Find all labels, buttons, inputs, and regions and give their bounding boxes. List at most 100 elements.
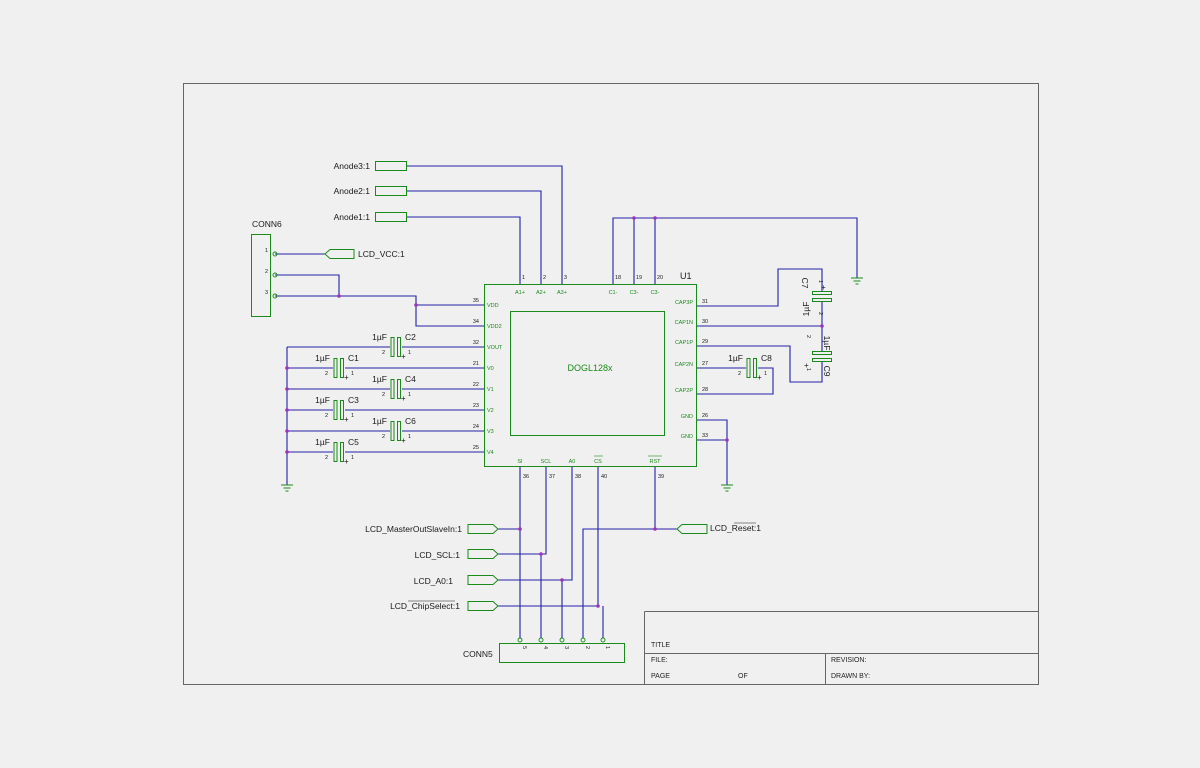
- capacitor-value: 1µF: [728, 353, 743, 363]
- title-block: TITLE FILE: REVISION: PAGE OF DRAWN BY:: [644, 611, 1039, 685]
- u1-pin-name: CS: [594, 459, 602, 465]
- capacitor-pin-number: 2: [325, 371, 328, 377]
- conn5-pin-number: 2: [584, 646, 590, 649]
- conn6-pins: 123: [265, 248, 278, 299]
- conn6-symbol[interactable]: CONN6 123: [251, 219, 283, 317]
- wire-cap2-c8: [697, 367, 774, 395]
- junction: [285, 387, 289, 391]
- conn5-pin-number: 4: [542, 646, 548, 649]
- u1-pin-number: 27: [702, 361, 708, 367]
- net-label-lcd-vcc[interactable]: LCD_VCC:1: [324, 249, 405, 259]
- junction: [285, 366, 289, 370]
- conn6-body: [251, 234, 271, 317]
- svg-text:LCD_SCL:1: LCD_SCL:1: [415, 550, 461, 560]
- wire-gnd-26: [697, 419, 728, 485]
- u1-pin-number: 31: [702, 299, 708, 305]
- u1-value: DOGL128x: [567, 363, 613, 373]
- net-label-reset[interactable]: LCD_Reset:1: [676, 522, 761, 534]
- capacitor-pin-number: 1: [764, 371, 767, 377]
- junction: [596, 604, 600, 608]
- capacitor-pin-number: 2: [382, 350, 385, 356]
- conn6-pin-number: 3: [265, 290, 268, 296]
- net-label-anode3[interactable]: Anode3:1: [334, 161, 407, 171]
- u1-pin-number: 21: [473, 361, 479, 367]
- svg-text:LCD_VCC:1: LCD_VCC:1: [358, 249, 405, 259]
- capacitor-ref: C5: [348, 437, 359, 447]
- net-label-mosi[interactable]: LCD_MasterOutSlaveIn:1: [365, 524, 499, 534]
- capacitor-pin-number: 1: [351, 413, 354, 419]
- conn5-pin: [580, 637, 586, 643]
- net-label-a0[interactable]: LCD_A0:1: [414, 575, 499, 587]
- u1-pin-name: C1-: [609, 290, 618, 296]
- u1-symbol[interactable]: DOGL128x U1 35VDD34VDD232VOUT21V022V123V…: [473, 271, 708, 480]
- capacitor-pin-number: 1: [351, 371, 354, 377]
- net-label-chip-select[interactable]: LCD_ChipSelect:1: [390, 600, 499, 611]
- junction: [653, 527, 657, 531]
- u1-pin-name: RST: [650, 459, 662, 465]
- wire-a0-pin: [498, 467, 573, 581]
- net-label-scl[interactable]: LCD_SCL:1: [415, 549, 499, 561]
- capacitor-polarity: +: [344, 415, 349, 424]
- u1-body: [484, 284, 697, 467]
- u1-pin-number: 40: [601, 474, 607, 480]
- u1-pin-number: 3: [564, 275, 567, 281]
- u1-pin-name: A2+: [536, 290, 546, 296]
- capacitor-ref: C8: [761, 353, 772, 363]
- u1-pin-number: 24: [473, 424, 479, 430]
- junction: [539, 552, 543, 556]
- capacitor-ref: C6: [405, 416, 416, 426]
- capacitor-ref: C3: [348, 395, 359, 405]
- ground-symbols: [281, 277, 863, 492]
- capacitor-ref: C4: [405, 374, 416, 384]
- net-label-anode2[interactable]: Anode2:1: [334, 186, 407, 196]
- u1-pin-name: VOUT: [487, 345, 503, 351]
- u1-pin-number: 36: [523, 474, 529, 480]
- u1-pin-number: 34: [473, 319, 479, 325]
- svg-text:Anode1:1: Anode1:1: [334, 212, 371, 222]
- conn5-pin: [559, 637, 565, 643]
- capacitor-pin-number: 2: [325, 413, 328, 419]
- svg-text:Anode3:1: Anode3:1: [334, 161, 371, 171]
- junction: [285, 408, 289, 412]
- capacitor-polarity: +: [344, 457, 349, 466]
- u1-pin-number: 18: [615, 275, 621, 281]
- wire-anode3: [407, 165, 563, 284]
- capacitor-pin-number: 2: [817, 312, 823, 315]
- net-label-anode1[interactable]: Anode1:1: [334, 212, 407, 222]
- u1-pin-name: V4: [487, 450, 494, 456]
- capacitor-pin-number: 1: [817, 280, 823, 283]
- file-label: FILE:: [651, 657, 668, 664]
- wire-vdd2: [275, 295, 484, 327]
- junction: [414, 303, 418, 307]
- conn5-pin-number: 1: [604, 646, 610, 649]
- net-labels: Anode3:1 Anode2:1 Anode1:1 LCD_VCC:1 LCD…: [324, 161, 761, 611]
- capacitor-ref: C9: [822, 366, 832, 377]
- revision-label: REVISION:: [831, 657, 866, 664]
- capacitor-value: 1µF: [315, 353, 330, 363]
- conn5-body: [499, 643, 625, 663]
- u1-pin-name: V1: [487, 387, 494, 393]
- junction: [518, 527, 522, 531]
- ground-icon: [851, 277, 863, 285]
- ground-icon: [281, 484, 293, 492]
- conn6-pin-number: 2: [265, 269, 268, 275]
- u1-pin-name: VDD2: [487, 324, 502, 330]
- capacitor-pin-number: 2: [738, 371, 741, 377]
- capacitor-polarity: +: [344, 373, 349, 382]
- u1-pin-name: SCL: [541, 459, 552, 465]
- title-label: TITLE: [651, 642, 670, 649]
- capacitor-value: 1µF: [801, 302, 811, 317]
